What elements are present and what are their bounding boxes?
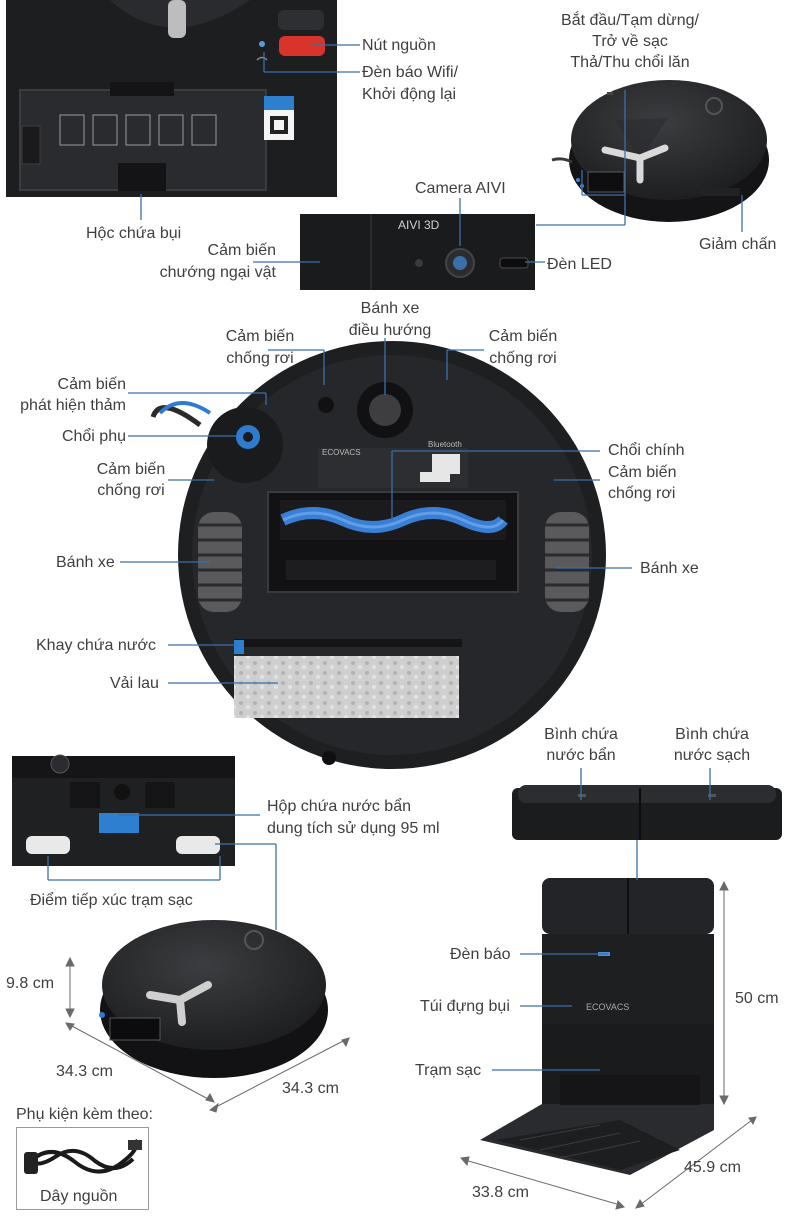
label-dock: Trạm sạc (415, 1062, 482, 1079)
label-wheel-right: Bánh xe (640, 560, 699, 577)
label-camera: Camera AIVI (415, 180, 506, 197)
label-bumper: Giảm chấn (699, 236, 777, 253)
label-station-depth: 45.9 cm (684, 1159, 741, 1176)
label-main-brush: Chổi chính (608, 442, 685, 459)
label-robot-width: 34.3 cm (282, 1080, 339, 1097)
robot-brand-marking: ECOVACS (322, 448, 361, 457)
label-clean-tank-line1: Bình chứa (675, 726, 749, 743)
accessory-box (16, 1127, 149, 1210)
label-power-cable: Dây nguồn (40, 1188, 118, 1205)
label-accessories-title: Phụ kiện kèm theo: (16, 1106, 153, 1123)
robot-dimension-photo (99, 920, 328, 1078)
label-station-width: 33.8 cm (472, 1184, 529, 1201)
label-dirty-tank-line2: nước bẩn (546, 747, 616, 764)
label-led: Đèn LED (547, 256, 612, 273)
label-water-tray: Khay chứa nước (36, 637, 156, 654)
label-clean-tank-line2: nước sạch (673, 747, 751, 764)
label-cliff-l-line1: Cảm biến (96, 461, 166, 478)
label-obstacle-line1: Cảm biến (207, 242, 276, 259)
bluetooth-marking: Bluetooth (428, 440, 462, 449)
label-wifi-light: Đèn báo Wifi/ (362, 64, 459, 81)
label-carpet-line2: phát hiện thảm (20, 397, 126, 414)
charging-station-photo (480, 878, 714, 1175)
label-carpet-line1: Cảm biến (57, 376, 126, 393)
label-buttons-line3: Thả/Thu chổi lăn (570, 54, 690, 71)
robot-angled-photo (551, 80, 769, 222)
label-dirty-tank-line1: Bình chứa (544, 726, 618, 743)
label-cliff-tr-line1: Cảm biến (488, 328, 558, 345)
label-cliff-r-line1: Cảm biến (608, 464, 677, 481)
label-mop-cloth: Vải lau (110, 675, 159, 692)
water-tanks-photo (512, 785, 782, 840)
label-contacts: Điểm tiếp xúc trạm sạc (30, 892, 193, 909)
station-brand-marking: ECOVACS (586, 1002, 630, 1012)
label-cliff-tl-line2: chống rơi (226, 350, 294, 367)
label-side-brush: Chổi phụ (61, 428, 126, 445)
label-cliff-l-line2: chống rơi (97, 482, 165, 499)
label-steer-wheel-line2: điều hướng (348, 322, 432, 339)
leader-lines (47, 44, 743, 1071)
label-dirty-box-line2: dung tích sử dụng 95 ml (267, 820, 440, 837)
label-indicator: Đèn báo (450, 946, 511, 963)
label-wheel-left: Bánh xe (56, 554, 115, 571)
label-dust-box: Hộc chứa bụi (86, 225, 182, 242)
label-power-button: Nút nguồn (362, 37, 436, 54)
dimension-lines (65, 880, 757, 1210)
robot-bottom-photo (150, 341, 606, 769)
label-cliff-tr-line2: chống rơi (489, 350, 557, 367)
label-cliff-r-line2: chống rơi (608, 485, 676, 502)
label-robot-depth: 34.3 cm (56, 1063, 113, 1080)
label-robot-height: 9.8 cm (6, 975, 55, 992)
label-reset: Khởi động lại (362, 86, 457, 103)
dirty-water-box-photo (12, 754, 235, 866)
front-sensor-photo (300, 214, 535, 290)
label-buttons-line1: Bắt đầu/Tạm dừng/ (561, 12, 699, 29)
label-buttons-line2: Trở về sạc (592, 33, 668, 50)
label-dirty-box-line1: Hộp chứa nước bẩn (267, 798, 411, 815)
label-obstacle-line2: chướng ngại vật (159, 264, 276, 281)
label-dust-bag: Túi đựng bụi (420, 998, 510, 1015)
label-cliff-tl-line1: Cảm biến (225, 328, 295, 345)
dust-box-photo (6, 0, 337, 197)
front-panel-marking: AIVI 3D (398, 218, 440, 232)
label-steer-wheel-line1: Bánh xe (360, 300, 420, 317)
label-station-height: 50 cm (735, 990, 779, 1007)
power-cable-photo (24, 1138, 142, 1174)
